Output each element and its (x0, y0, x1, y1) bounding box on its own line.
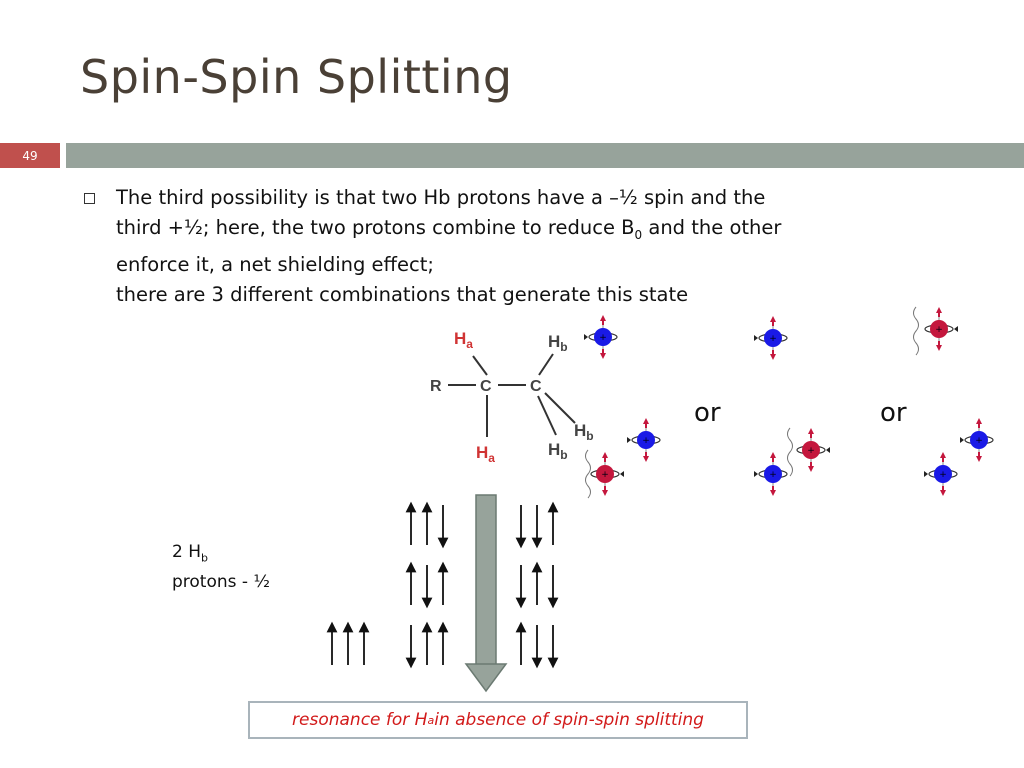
big-down-arrow-head (464, 663, 508, 693)
resonance-sub: a (427, 713, 435, 727)
hb-label-line2: protons - ½ (172, 572, 270, 593)
resonance-pre: resonance for H (292, 710, 428, 730)
or-separator-2: or (880, 398, 907, 428)
hb-label-text: 2 H (172, 542, 202, 562)
resonance-post: in absence of spin-spin splitting (434, 710, 704, 730)
big-down-arrow-shaft (475, 494, 497, 666)
bullet-line-1: The third possibility is that two Hb pro… (116, 186, 766, 209)
r-group-label: R (430, 378, 442, 395)
bullet-line-2: third +½; here, the two protons combine … (116, 213, 976, 250)
bullet-square-icon (84, 193, 95, 204)
slide-title: Spin-Spin Splitting (80, 50, 513, 104)
bullet-line-3: enforce it, a net shielding effect; (116, 252, 434, 276)
hb-protons-label: 2 Hb protons - ½ (172, 540, 270, 594)
bullet-line-2-pre: third +½; here, the two protons combine … (116, 216, 635, 239)
carbon-1-label: C (480, 378, 492, 395)
header-bar (66, 143, 1024, 168)
hb-label-sub: b (201, 551, 208, 565)
ha-bottom-label: Ha (476, 443, 495, 465)
slide-number: 49 (0, 143, 60, 168)
bullet-line-4: there are 3 different combinations that … (116, 282, 689, 306)
carbon-2-label: C (530, 378, 542, 395)
bullet-line-2-post: and the other (642, 216, 782, 239)
or-separator-1: or (694, 398, 721, 428)
hb-top-label: Hb (548, 332, 568, 354)
b0-subscript: 0 (634, 227, 643, 242)
ha-top-label: Ha (454, 329, 473, 351)
bullet-paragraph: The third possibility is that two Hb pro… (116, 183, 976, 310)
hb-mid-label: Hb (574, 421, 594, 443)
hb-bottom-label: Hb (548, 440, 568, 462)
